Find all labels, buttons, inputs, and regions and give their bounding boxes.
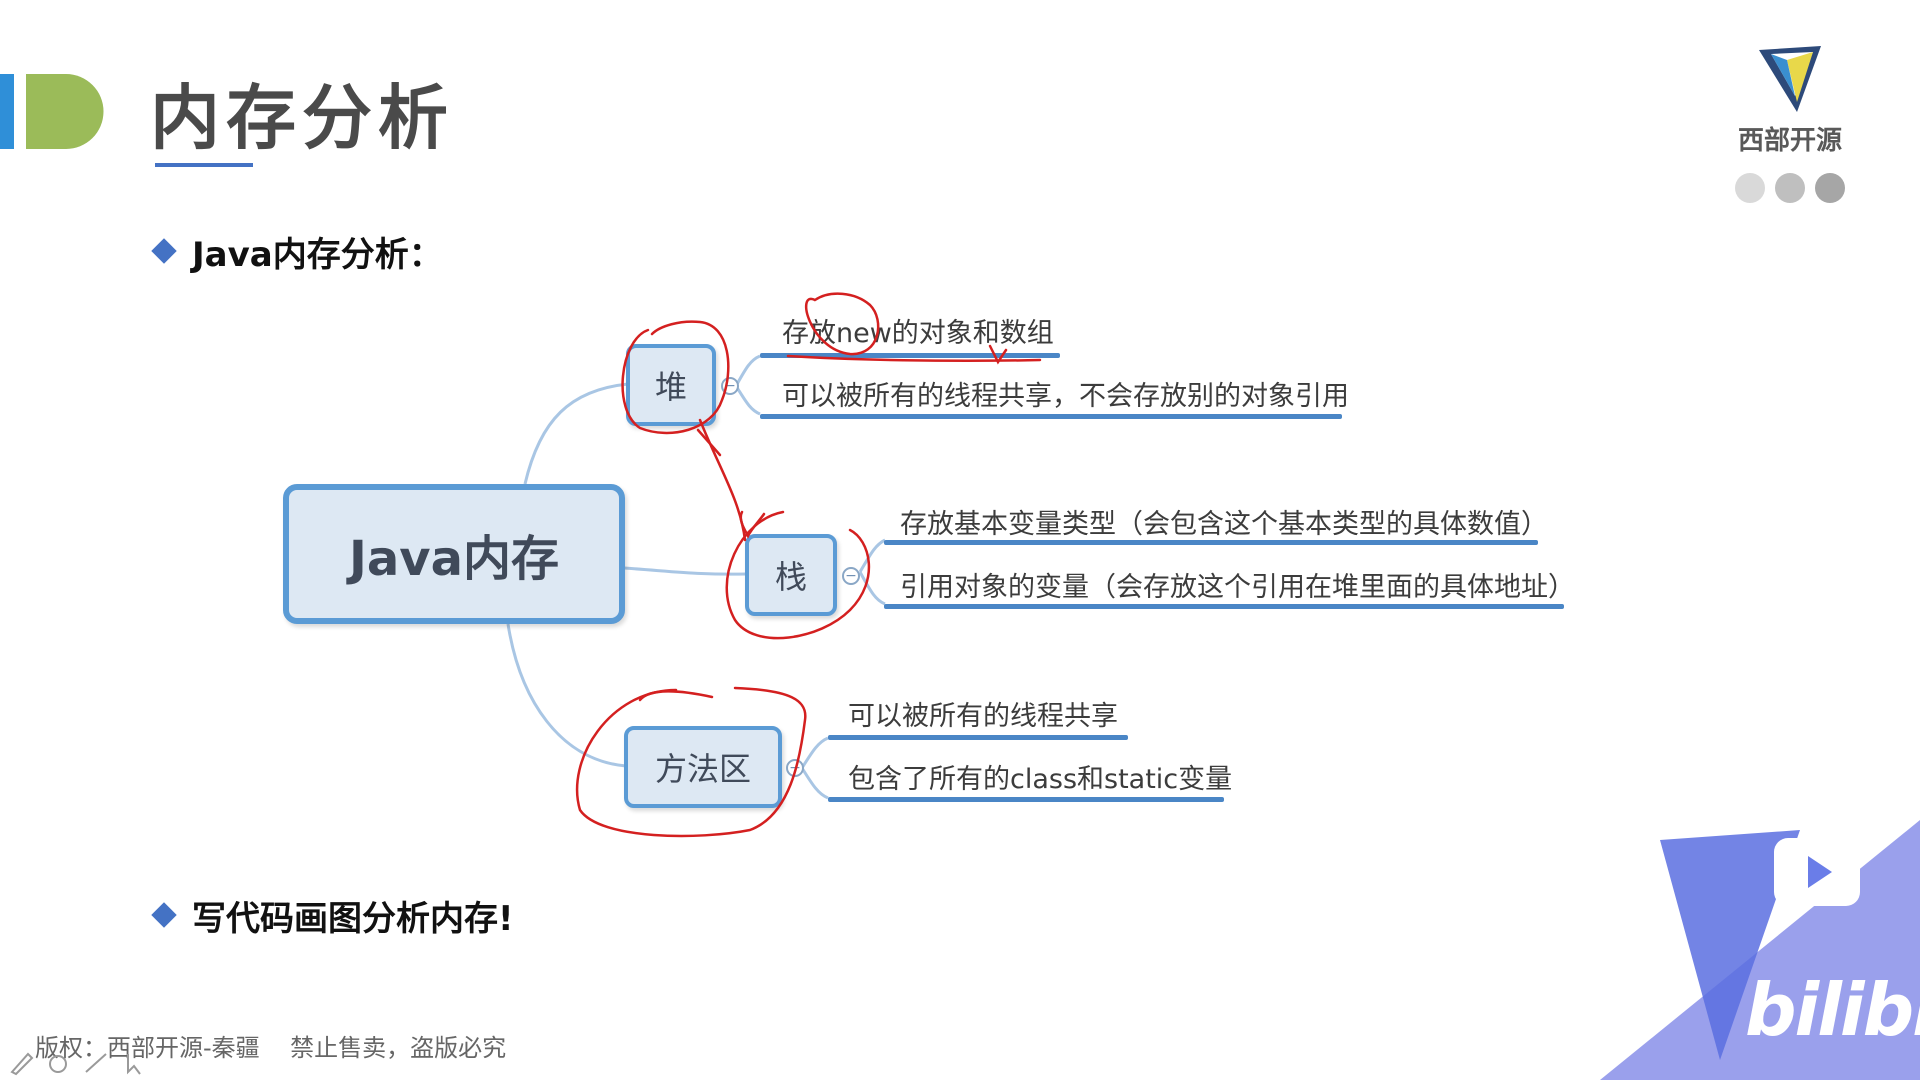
brand-name: 西部开源 <box>1738 126 1843 156</box>
leaf-underline <box>884 604 1564 609</box>
copyright-footer: 版权：西部开源-秦疆 禁止售卖，盗版必究 <box>35 1034 507 1062</box>
mindmap-leaf: 引用对象的变量（会存放这个引用在堆里面的具体地址） <box>900 572 1575 603</box>
leaf-underline <box>828 735 1128 740</box>
collapse-toggle-icon[interactable]: − <box>842 567 860 585</box>
mindmap-leaf: 存放基本变量类型（会包含这个基本类型的具体数值） <box>900 509 1548 540</box>
mindmap-node-label: 堆 <box>654 368 687 406</box>
mindmap-node-stack: 栈 <box>745 534 837 616</box>
leaf-underline <box>884 540 1538 545</box>
pager-dot <box>1775 173 1805 203</box>
mindmap-root-node: Java内存 <box>283 484 625 624</box>
mindmap-leaf: 可以被所有的线程共享 <box>848 701 1118 732</box>
brand-logo-icon <box>1757 44 1823 114</box>
pager-dots-icon <box>1735 173 1845 203</box>
pager-dot <box>1735 173 1765 203</box>
bullet-draw-memory: 写代码画图分析内存! <box>192 899 514 939</box>
mindmap-node-method-area: 方法区 <box>624 726 782 808</box>
leaf-underline <box>760 353 1060 358</box>
mindmap-node-label: 栈 <box>774 558 807 596</box>
bilibili-watermark: bilibili <box>1745 968 1920 1052</box>
bullet-java-memory: Java内存分析： <box>192 235 443 275</box>
pen-tool-icon[interactable] <box>8 1046 168 1076</box>
mindmap-node-heap: 堆 <box>626 344 716 426</box>
section-marker-icon <box>0 74 105 149</box>
leaf-underline <box>828 797 1224 802</box>
title-underline <box>155 163 253 167</box>
mindmap-root-label: Java内存 <box>349 531 559 587</box>
mindmap-leaf: 可以被所有的线程共享，不会存放别的对象引用 <box>782 381 1349 412</box>
mindmap-leaf: 包含了所有的class和static变量 <box>848 764 1233 795</box>
mindmap-node-label: 方法区 <box>654 750 751 788</box>
page-title: 内存分析 <box>150 77 454 159</box>
leaf-underline <box>760 414 1342 419</box>
pager-dot <box>1815 173 1845 203</box>
bilibili-tv-icon <box>1774 838 1860 906</box>
